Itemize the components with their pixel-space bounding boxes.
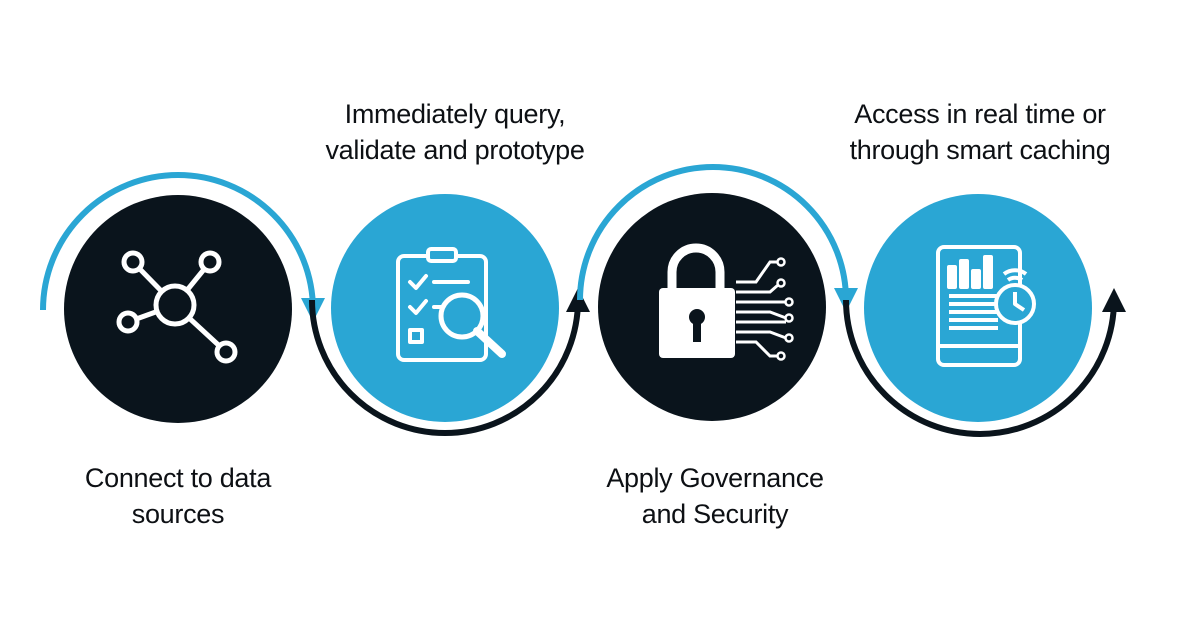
step-1-label-line1: Connect to data	[84, 463, 272, 493]
step-1-label-line2: sources	[131, 499, 225, 529]
arc-top-3	[577, 164, 858, 312]
step-4-circle	[864, 194, 1092, 422]
arc-top-1	[40, 172, 325, 322]
step-3-label: Apply Governance and Security	[560, 460, 870, 532]
step-2-label-line2: validate and prototype	[325, 135, 585, 165]
arc-bottom-4	[843, 288, 1126, 437]
step-3-label-line1: Apply Governance	[606, 463, 824, 493]
step-4-label-line1: Access in real time or	[854, 99, 1106, 129]
clipboard-search-icon	[396, 247, 506, 362]
step-2-label: Immediately query, validate and prototyp…	[290, 96, 620, 168]
arc-bottom-2	[309, 288, 590, 436]
step-2-label-line1: Immediately query,	[344, 99, 566, 129]
network-hub-icon	[116, 250, 238, 364]
step-3-label-line2: and Security	[641, 499, 789, 529]
step-4-label: Access in real time or through smart cac…	[820, 96, 1140, 168]
step-1-label: Connect to data sources	[38, 460, 318, 532]
lock-circuit-icon	[659, 243, 794, 361]
tablet-chart-timer-icon	[936, 245, 1036, 367]
step-4-label-line2: through smart caching	[849, 135, 1111, 165]
